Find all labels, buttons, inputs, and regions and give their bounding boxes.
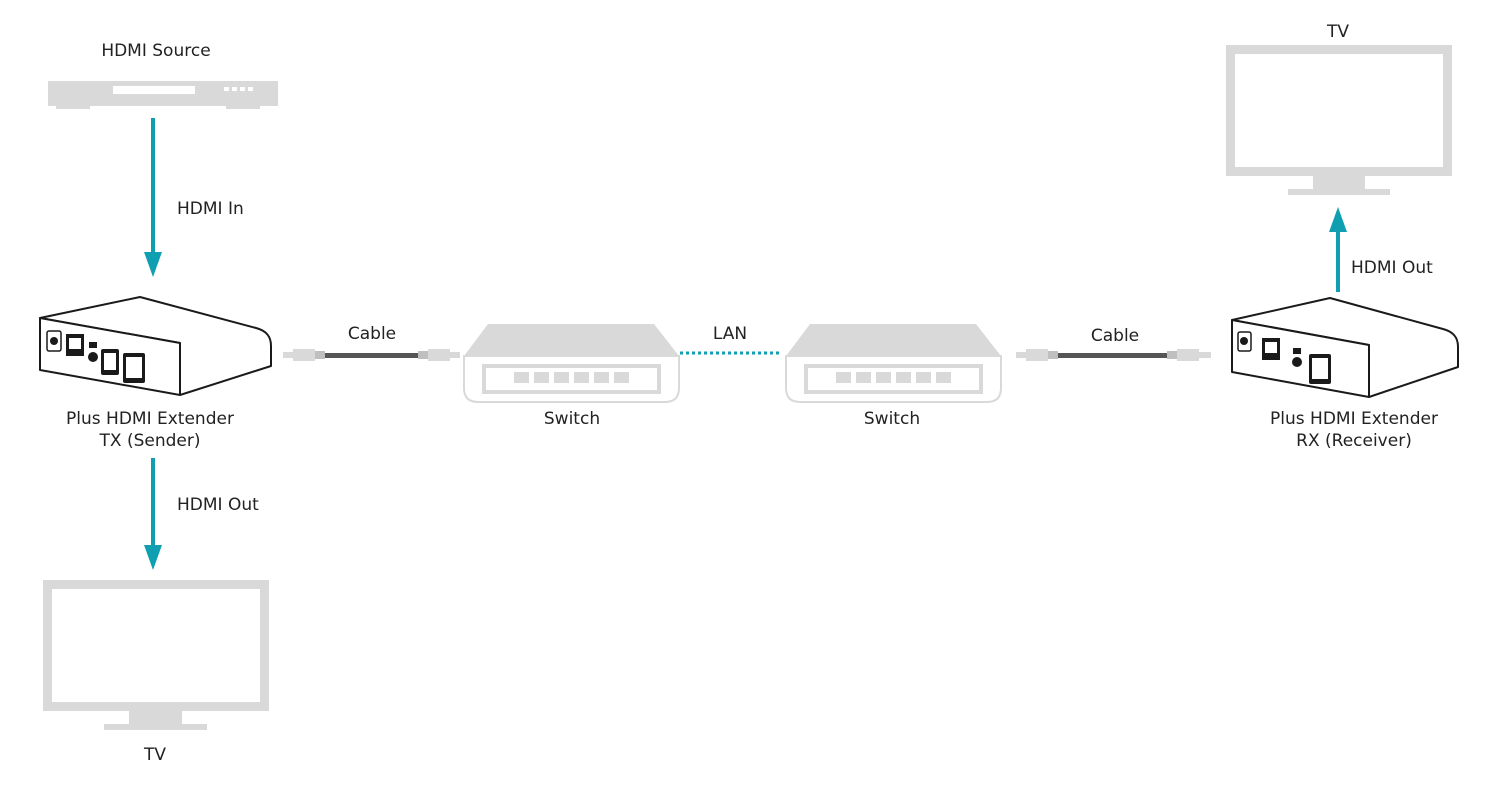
switch-right-label: Switch — [864, 409, 920, 429]
tx-extender-label-line1: Plus HDMI Extender — [66, 409, 234, 429]
tx-extender-label-line2: TX (Sender) — [99, 431, 201, 451]
hdmi-in-label: HDMI In — [177, 199, 244, 219]
hdmi-in-arrow — [144, 118, 162, 277]
rx-extender-label-line2: RX (Receiver) — [1296, 431, 1412, 451]
cable-left — [283, 349, 460, 361]
switch-right-device — [785, 324, 1002, 403]
switch-left-device — [463, 324, 680, 403]
hdmi-out-right-arrow — [1329, 207, 1347, 292]
tv-right-label: TV — [1326, 22, 1349, 42]
switch-left-label: Switch — [544, 409, 600, 429]
hdmi-out-left-label: HDMI Out — [177, 495, 259, 515]
rx-extender-device — [1231, 297, 1459, 398]
lan-label: LAN — [713, 324, 747, 344]
hdmi-source-device — [48, 81, 278, 109]
hdmi-source-label: HDMI Source — [101, 41, 210, 61]
tx-extender-device — [39, 296, 272, 396]
cable-right-label: Cable — [1091, 326, 1139, 346]
tv-right-device — [1226, 45, 1452, 195]
rx-extender-label-line1: Plus HDMI Extender — [1270, 409, 1438, 429]
hdmi-out-left-arrow — [144, 458, 162, 570]
hdmi-out-right-label: HDMI Out — [1351, 258, 1433, 278]
cable-right — [1016, 349, 1211, 361]
cable-left-label: Cable — [348, 324, 396, 344]
tv-left-device — [43, 580, 269, 730]
tv-left-label: TV — [143, 745, 166, 765]
